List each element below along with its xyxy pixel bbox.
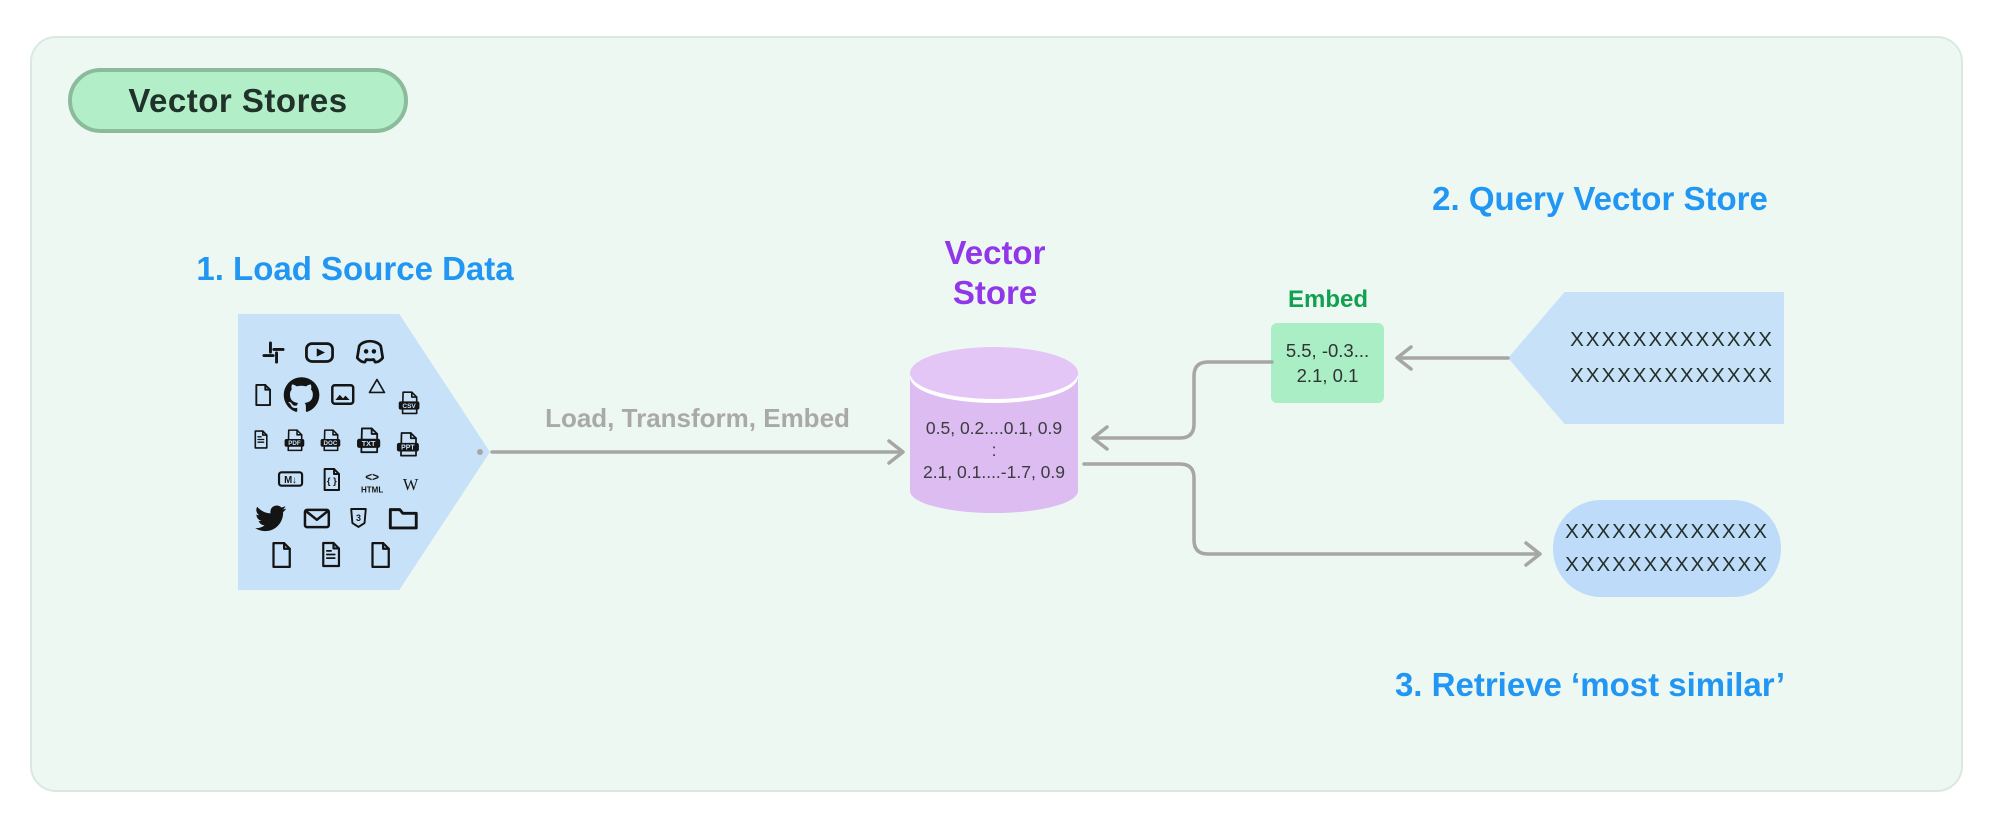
step3-title: 3. Retrieve ‘most similar’ <box>1394 666 1786 703</box>
vector-store-cylinder: 0.5, 0.2....0.1, 0.9 : 2.1, 0.1....-1.7,… <box>910 347 1078 513</box>
query-text-line: XXXXXXXXXXXXX <box>1570 364 1774 387</box>
file-icon <box>365 540 395 570</box>
html-icon: <>HTML <box>358 467 386 500</box>
cylinder-vectors-text: 0.5, 0.2....0.1, 0.9 : 2.1, 0.1....-1.7,… <box>910 417 1078 483</box>
vector-store-title-line1: Vector <box>944 234 1046 271</box>
svg-text:M↓: M↓ <box>284 475 297 486</box>
csv-file-icon: CSV <box>396 387 422 418</box>
cylinder-top-ellipse <box>910 347 1078 399</box>
vector-store-title-line2: Store <box>952 274 1038 311</box>
pdf-file-icon: PDF <box>282 423 307 457</box>
discord-icon <box>352 334 388 370</box>
embed-title: Embed <box>1287 286 1368 313</box>
text-file-icon <box>250 425 271 454</box>
icon-row-1 <box>260 334 422 370</box>
svg-text:<>: <> <box>365 471 379 484</box>
retrieve-text-line: XXXXXXXXXXXXX <box>1565 553 1769 576</box>
text-file-icon <box>316 540 345 569</box>
markdown-icon: M↓ <box>276 462 305 496</box>
css-icon: 3 <box>345 504 372 532</box>
vector-store-title: Vector Store <box>895 233 1095 313</box>
github-icon <box>283 373 320 417</box>
step1-title: 1. Load Source Data <box>196 250 514 287</box>
svg-text:{ }: { } <box>327 475 337 486</box>
vector-row: 2.1, 0.1....-1.7, 0.9 <box>922 462 1066 482</box>
icon-row-6 <box>266 540 422 570</box>
svg-text:DOC: DOC <box>324 440 338 447</box>
svg-text:PPT: PPT <box>401 444 415 451</box>
embed-vector-line: 5.5, -0.3... <box>1285 340 1370 361</box>
json-file-icon: { } <box>318 464 345 495</box>
embed-box: 5.5, -0.3... 2.1, 0.1 <box>1271 323 1384 403</box>
txt-file-icon: TXT <box>354 420 383 460</box>
image-icon <box>328 377 358 412</box>
twitter-icon <box>254 501 288 536</box>
pipeline-arrow-label: Load, Transform, Embed <box>545 403 850 433</box>
retrieve-result-pill: XXXXXXXXXXXXX XXXXXXXXXXXXX <box>1553 500 1781 597</box>
file-icon <box>266 540 296 570</box>
svg-text:W: W <box>403 475 419 494</box>
embed-vector-line: 2.1, 0.1 <box>1296 365 1359 386</box>
folder-icon <box>385 499 422 537</box>
google-drive-icon <box>366 374 388 400</box>
doc-file-icon: DOC <box>318 423 343 457</box>
vector-row: : <box>991 440 997 460</box>
svg-text:3: 3 <box>356 513 361 523</box>
icon-row-5: 3 <box>254 499 422 537</box>
badge-label: Vector Stores <box>128 81 348 119</box>
icon-row-3: PDF DOC TXT PPT <box>250 420 422 460</box>
source-icons-grid: CSV PDF DOC TXT PPT M↓ { } <>HTML W 3 <box>238 314 490 590</box>
svg-text:TXT: TXT <box>362 439 376 448</box>
svg-text:HTML: HTML <box>361 485 383 494</box>
step2-title: 2. Query Vector Store <box>1432 180 1768 217</box>
query-shape: XXXXXXXXXXXXX XXXXXXXXXXXXX <box>1508 292 1784 424</box>
email-icon <box>301 502 333 535</box>
svg-text:PDF: PDF <box>288 440 301 447</box>
query-text-line: XXXXXXXXXXXXX <box>1570 328 1774 351</box>
icon-row-2: CSV <box>250 373 422 417</box>
wikipedia-icon: W <box>399 470 422 497</box>
youtube-icon <box>303 336 336 369</box>
ppt-file-icon: PPT <box>394 425 422 463</box>
svg-text:CSV: CSV <box>402 403 416 410</box>
retrieve-text-line: XXXXXXXXXXXXX <box>1565 520 1769 543</box>
file-icon <box>250 380 275 410</box>
icon-row-4: M↓ { } <>HTML W <box>276 462 422 496</box>
vector-row: 0.5, 0.2....0.1, 0.9 <box>925 418 1063 438</box>
slack-icon <box>260 339 287 366</box>
vector-stores-badge: Vector Stores <box>68 68 408 133</box>
